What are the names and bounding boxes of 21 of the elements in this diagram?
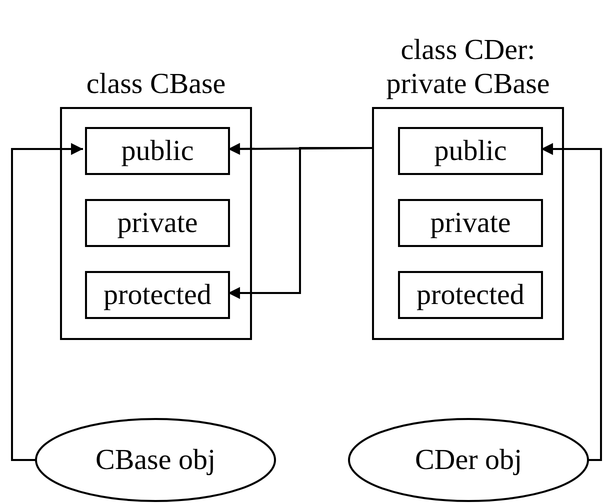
access-section-box	[398, 199, 543, 247]
object-label: CBase obj	[94, 443, 217, 477]
arrow	[541, 143, 602, 461]
section-label: private	[429, 206, 512, 240]
access-section-box	[398, 127, 543, 175]
section-label: protected	[416, 278, 526, 312]
access-section-box	[85, 199, 230, 247]
arrow	[228, 147, 372, 299]
object-ellipse	[35, 418, 276, 502]
arrow	[11, 143, 83, 461]
section-label: public	[120, 134, 195, 168]
section-label: private	[116, 206, 199, 240]
section-label: public	[433, 134, 508, 168]
class-title: class CDer: private CBase	[385, 33, 551, 101]
object-label: CDer obj	[414, 443, 524, 477]
access-section-box	[85, 127, 230, 175]
access-section-box	[398, 271, 543, 319]
section-label: protected	[102, 278, 212, 312]
object-ellipse	[348, 418, 589, 502]
access-section-box	[85, 271, 230, 319]
class-title: class CBase	[85, 67, 227, 101]
